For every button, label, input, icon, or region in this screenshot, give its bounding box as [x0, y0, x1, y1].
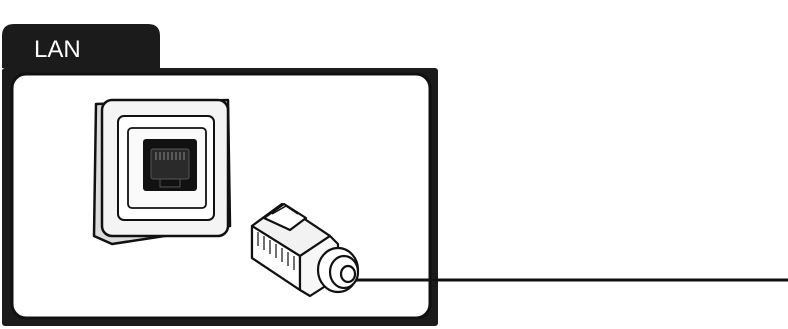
wall-socket-icon — [94, 100, 230, 244]
panel-tab — [2, 24, 160, 68]
tab-label: LAN — [34, 36, 81, 63]
